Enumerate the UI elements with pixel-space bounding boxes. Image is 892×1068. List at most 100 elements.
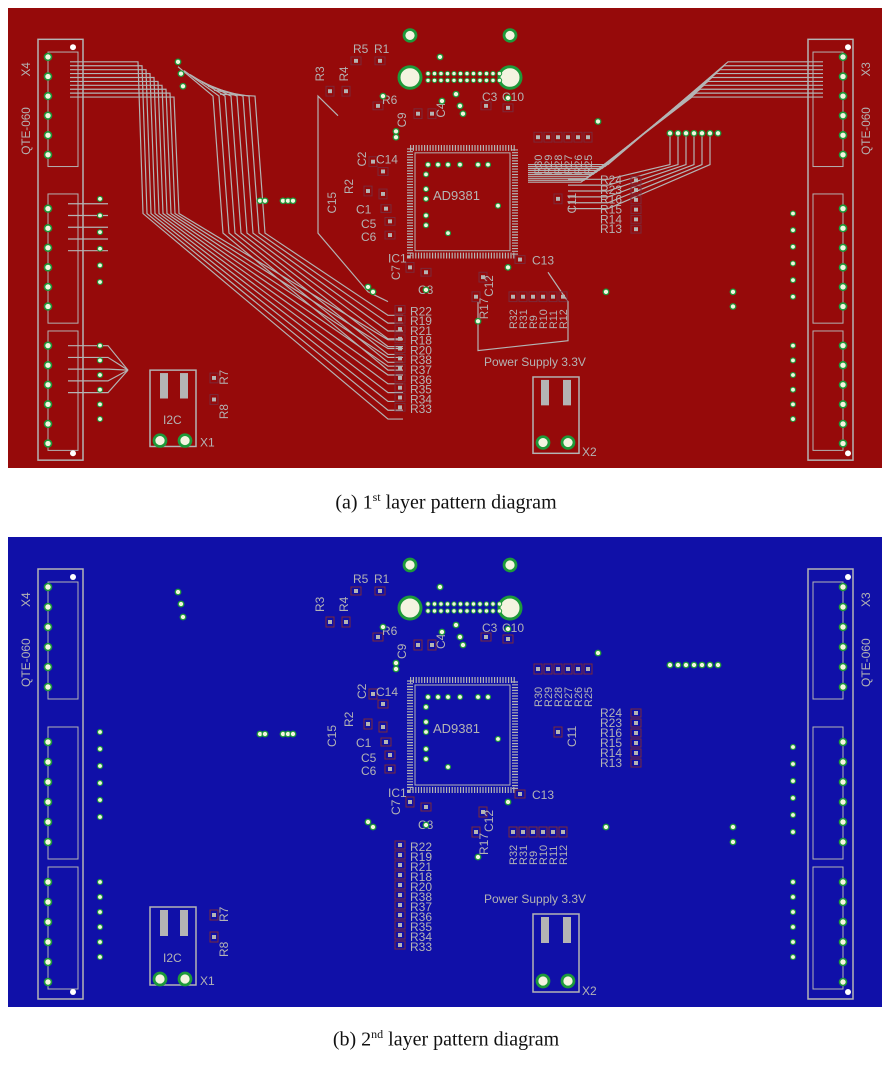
trace: [70, 69, 403, 403]
smd-pad: [506, 637, 510, 641]
label-c9: C9: [395, 112, 409, 127]
resistor-label: R19: [410, 314, 432, 328]
via: [43, 243, 53, 252]
smd-pad: [416, 643, 420, 647]
via: [96, 279, 104, 286]
smd-pad-outline: [341, 85, 351, 97]
via: [490, 608, 496, 614]
via: [470, 77, 477, 84]
via: [174, 58, 182, 66]
via: [444, 161, 452, 168]
trace: [568, 135, 679, 186]
via: [456, 633, 464, 641]
via: [838, 419, 848, 429]
via: [444, 230, 452, 237]
connector-outline: [37, 38, 84, 461]
via: [456, 161, 464, 168]
smd-pad-outline: [394, 314, 406, 324]
via: [838, 582, 848, 592]
via: [444, 601, 451, 607]
trace: [219, 93, 403, 316]
smd-pad: [398, 873, 402, 877]
smd-pad: [551, 830, 555, 834]
via: [444, 693, 452, 701]
via: [96, 908, 104, 916]
smd-pad-outline: [394, 920, 406, 930]
smd-pad-outline: [630, 738, 642, 748]
via: [452, 621, 460, 629]
via: [483, 608, 490, 614]
via: [682, 129, 690, 137]
connector-section: [812, 866, 844, 990]
smd-pad: [398, 923, 402, 927]
via: [43, 341, 53, 350]
smd-pad: [481, 810, 485, 814]
mount-hole: [70, 450, 76, 457]
connector-type-label: QTE-060: [859, 107, 873, 155]
i2c-connector-pin: [180, 373, 188, 399]
via: [43, 917, 53, 927]
mount-via: [497, 65, 523, 90]
smd-pad-outline: [630, 748, 642, 758]
via: [477, 70, 483, 77]
via: [789, 760, 797, 768]
via: [464, 608, 470, 614]
smd-pad: [416, 111, 420, 116]
smd-pad-outline: [502, 634, 514, 644]
via: [422, 186, 430, 193]
smd-pad: [376, 635, 380, 639]
label-r4: R4: [337, 66, 351, 81]
smd-pad: [398, 893, 402, 897]
via: [690, 129, 698, 137]
power-connector-pin: [541, 917, 549, 943]
smd-pad: [586, 667, 590, 671]
connector-section: [812, 51, 844, 168]
via: [535, 973, 551, 989]
resistor-label: R26: [573, 687, 585, 707]
smd-pad: [634, 731, 638, 735]
smd-pad: [398, 913, 402, 917]
via: [789, 938, 797, 946]
smd-pad-outline: [394, 870, 406, 880]
connector-outline: [807, 38, 854, 461]
via: [43, 642, 53, 652]
via: [43, 877, 53, 887]
via: [459, 110, 467, 118]
x1-label: X1: [200, 436, 215, 450]
smd-pad-outline: [543, 663, 553, 675]
label-c13: C13: [532, 254, 554, 268]
via: [96, 813, 104, 821]
smd-pad-outline: [538, 826, 548, 838]
via: [96, 245, 104, 252]
smd-pad-outline: [394, 940, 406, 950]
trace: [68, 345, 129, 371]
smd-pad-outline: [518, 291, 528, 303]
trace: [195, 77, 403, 348]
via: [714, 661, 722, 669]
smd-pad-outline: [508, 291, 518, 303]
via: [560, 973, 576, 989]
smd-pad-outline: [573, 131, 583, 143]
via: [838, 642, 848, 652]
via: [560, 435, 576, 450]
label-r8: R8: [217, 941, 231, 957]
via: [470, 70, 477, 77]
via: [425, 77, 431, 84]
resistor-label: R10: [538, 845, 550, 865]
smd-pad-outline: [394, 373, 406, 383]
via: [494, 735, 502, 743]
via: [422, 728, 430, 736]
via: [477, 601, 483, 607]
via: [96, 953, 104, 961]
label-r4: R4: [337, 596, 351, 612]
resistor-label: R37: [410, 363, 432, 377]
via: [43, 622, 53, 632]
smd-pad-outline: [630, 185, 642, 195]
via: [43, 682, 53, 692]
via: [698, 129, 706, 137]
via: [698, 661, 706, 669]
via: [602, 288, 610, 296]
via: [496, 601, 503, 607]
connector-section: [47, 726, 79, 860]
resistor-label: R32: [508, 845, 520, 865]
